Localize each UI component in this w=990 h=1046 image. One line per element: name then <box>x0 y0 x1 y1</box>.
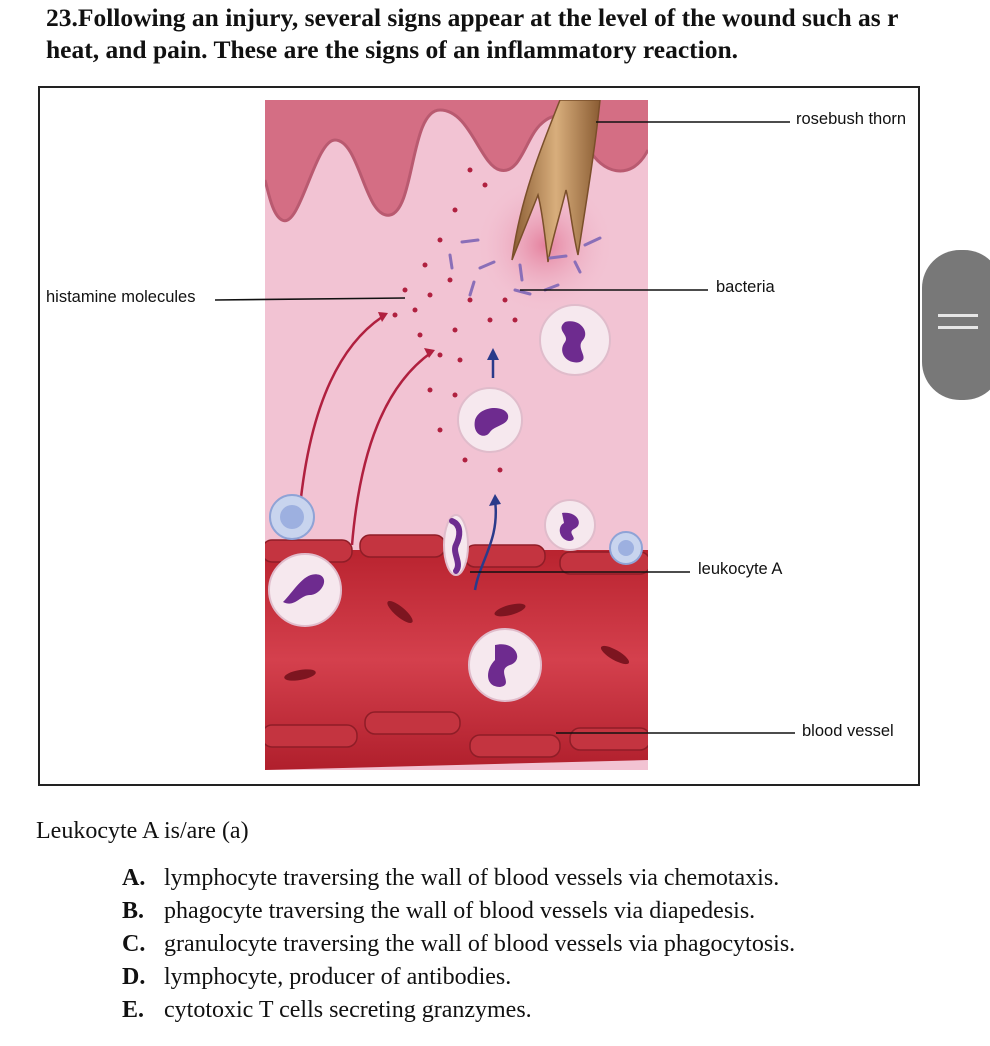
skin-layer <box>265 100 648 221</box>
question-stem: Leukocyte A is/are (a) <box>36 818 249 844</box>
option-e[interactable]: E. cytotoxic T cells secreting granzymes. <box>122 994 795 1027</box>
question-line-1: 23.Following an injury, several signs ap… <box>46 3 899 32</box>
option-letter: D. <box>122 964 146 990</box>
phagocyte-cell-1 <box>539 304 611 376</box>
option-d[interactable]: D. lymphocyte, producer of antibodies. <box>122 961 795 994</box>
rosebush-thorn <box>511 100 601 263</box>
phagocyte-cell-vessel-1 <box>268 553 342 627</box>
label-rosebush-thorn: rosebush thorn <box>796 110 907 128</box>
drag-handle-bar-bottom <box>938 326 978 329</box>
drag-handle[interactable] <box>922 250 990 400</box>
phagocyte-cell-2 <box>457 387 523 453</box>
drag-handle-bar-top <box>938 314 978 317</box>
question-text: 23.Following an injury, several signs ap… <box>46 2 990 66</box>
label-bacteria: bacteria <box>716 278 775 296</box>
phagocyte-cell-3 <box>544 499 596 551</box>
answer-options: A. lymphocyte traversing the wall of bloo… <box>122 862 795 1027</box>
option-b[interactable]: B. phagocyte traversing the wall of blood… <box>122 895 795 928</box>
option-text: lymphocyte, producer of antibodies. <box>164 964 512 990</box>
phagocyte-cell-vessel-2 <box>468 628 542 702</box>
leukocyte-a <box>443 514 469 576</box>
question-line-2: heat, and pain. These are the signs of a… <box>46 35 739 64</box>
label-leukocyte-a: leukocyte A <box>698 560 783 578</box>
option-text: cytotoxic T cells secreting granzymes. <box>164 997 532 1023</box>
option-letter: B. <box>122 898 145 924</box>
option-letter: E. <box>122 997 145 1023</box>
label-blood-vessel: blood vessel <box>802 722 894 740</box>
option-c[interactable]: C. granulocyte traversing the wall of blo… <box>122 928 795 961</box>
option-letter: A. <box>122 865 146 891</box>
option-letter: C. <box>122 931 146 957</box>
option-text: phagocyte traversing the wall of blood v… <box>164 898 756 924</box>
option-a[interactable]: A. lymphocyte traversing the wall of bloo… <box>122 862 795 895</box>
blood-vessel <box>265 550 648 770</box>
label-histamine-molecules: histamine molecules <box>46 288 196 306</box>
option-text: lymphocyte traversing the wall of blood … <box>164 865 780 891</box>
option-text: granulocyte traversing the wall of blood… <box>164 931 796 957</box>
figure-frame <box>38 86 920 786</box>
